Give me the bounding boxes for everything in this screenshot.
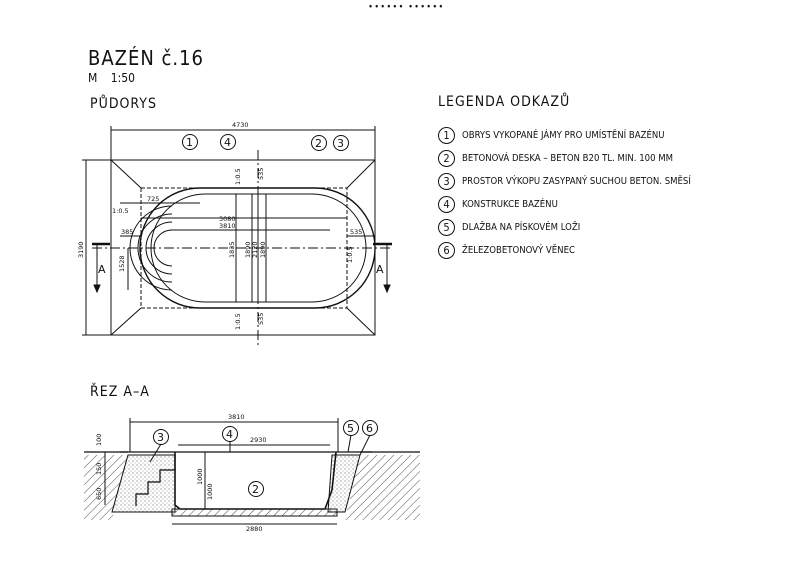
pool-inner-wall — [150, 193, 367, 303]
legend-item: 6 ŽELEZOBETONOVÝ VĚNEC — [438, 239, 778, 262]
dim-right: 535 — [350, 228, 362, 236]
section-view — [84, 418, 420, 525]
dim-step: 725 — [147, 195, 159, 203]
dim-top: 535 — [257, 168, 265, 180]
legend-number: 3 — [438, 173, 455, 190]
dim-2120: 2120 — [251, 241, 259, 258]
legend-number: 1 — [438, 127, 455, 144]
dim-left: 385 — [121, 228, 133, 236]
drawing-scale: M 1:50 — [88, 71, 135, 85]
legend-item: 4 KONSTRUKCE BAZÉNU — [438, 193, 778, 216]
legend-text: DLAŽBA NA PÍSKOVÉM LOŽI — [462, 222, 581, 233]
legend-text: BETONOVÁ DESKA – BETON B20 TL. MIN. 100 … — [462, 153, 673, 164]
plan-heading: PŮDORYS — [90, 96, 157, 112]
legend-text: ŽELEZOBETONOVÝ VĚNEC — [462, 245, 575, 256]
legend-item: 3 PROSTOR VÝKOPU ZASYPANÝ SUCHOU BETON. S… — [438, 170, 778, 193]
section-dim-1000a: 1000 — [196, 468, 204, 485]
section-marker-right: A — [376, 263, 384, 276]
legend-number: 6 — [438, 242, 455, 259]
legend-item: 2 BETONOVÁ DESKA – BETON B20 TL. MIN. 100… — [438, 147, 778, 170]
section-dim-top: 100 — [95, 434, 103, 446]
section-dim-150: 150 — [95, 463, 103, 475]
section-dim-1000b: 1000 — [206, 483, 214, 500]
dim-total-height: 3190 — [77, 241, 85, 258]
legend-item: 1 OBRYS VYKOPANÉ JÁMY PRO UMÍSTĚNÍ BAZÉNU — [438, 124, 778, 147]
dim-1890: 1890 — [244, 241, 252, 258]
dim-bottom: 535 — [257, 313, 265, 325]
dim-1890b: 1890 — [259, 241, 267, 258]
section-callout-2: 2 — [252, 483, 259, 496]
section-callout-4: 4 — [226, 428, 233, 441]
legend-heading: LEGENDA ODKAZŮ — [438, 94, 571, 110]
backfill-right — [327, 454, 361, 513]
section-marker-left: A — [98, 263, 106, 276]
legend-item: 5 DLAŽBA NA PÍSKOVÉM LOŽI — [438, 216, 778, 239]
section-dim-650: 650 — [95, 488, 103, 500]
legend-number: 4 — [438, 196, 455, 213]
callout-4: 4 — [224, 136, 231, 149]
section-callout-5: 5 — [347, 422, 354, 435]
callout-3: 3 — [337, 137, 344, 150]
callout-1: 1 — [186, 136, 193, 149]
dim-1835: 1835 — [228, 241, 236, 258]
legend-list: 1 OBRYS VYKOPANÉ JÁMY PRO UMÍSTĚNÍ BAZÉNU… — [438, 124, 778, 262]
slope-left: 1:0.5 — [112, 207, 129, 215]
slope-bottom: 1:0.5 — [234, 313, 242, 330]
section-callout-3: 3 — [157, 431, 164, 444]
slope-top: 1:0.5 — [234, 168, 242, 185]
section-dim-pool-len: 3810 — [228, 413, 245, 421]
legend-text: PROSTOR VÝKOPU ZASYPANÝ SUCHOU BETON. SM… — [462, 176, 691, 187]
pool-steps — [135, 455, 176, 506]
section-dim-inner-len: 2930 — [250, 436, 267, 444]
section-callout-6: 6 — [366, 422, 373, 435]
top-mark: ∙∙∙∙∙∙ ∙∙∙∙∙∙ — [368, 2, 445, 12]
section-dim-bottom-len: 2880 — [246, 525, 263, 533]
legend-text: KONSTRUKCE BAZÉNU — [462, 199, 558, 210]
dim-half: 1528 — [118, 255, 126, 272]
slope-right: 1:0.5 — [346, 246, 354, 263]
dim-pool-len: 3810 — [219, 222, 236, 230]
section-heading: ŘEZ A–A — [90, 384, 150, 400]
drawing-title: BAZÉN č.16 — [88, 46, 205, 70]
dim-total-width: 4730 — [232, 121, 249, 129]
dim-inner-len: 3080 — [219, 215, 236, 223]
legend-number: 5 — [438, 219, 455, 236]
concrete-slab — [171, 508, 338, 517]
legend-number: 2 — [438, 150, 455, 167]
legend-text: OBRYS VYKOPANÉ JÁMY PRO UMÍSTĚNÍ BAZÉNU — [462, 130, 665, 141]
plan-view — [82, 126, 392, 345]
callout-2: 2 — [315, 137, 322, 150]
